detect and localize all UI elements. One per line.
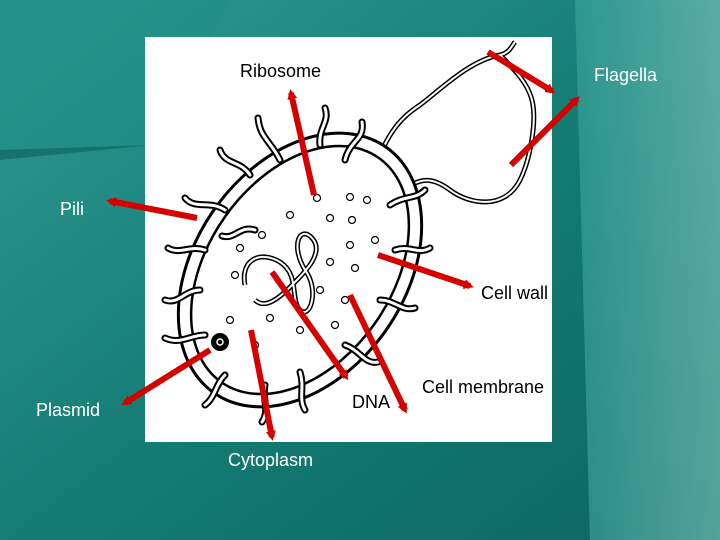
arrow-plasmid bbox=[121, 347, 212, 406]
arrow-ribosome bbox=[287, 89, 317, 196]
plasmid-ring bbox=[211, 333, 229, 351]
arrow-cytoplasm bbox=[248, 329, 276, 441]
label-ribosome: Ribosome bbox=[240, 61, 322, 81]
ribosome-dots bbox=[225, 192, 380, 350]
arrow-pili bbox=[106, 197, 198, 221]
arrow-flagella-top bbox=[486, 49, 556, 94]
label-plasmid: Plasmid bbox=[36, 400, 101, 420]
arrow-cell-membrane bbox=[347, 293, 408, 414]
arrow-flagella-bottom bbox=[508, 96, 580, 168]
label-cytoplasm: Cytoplasm bbox=[228, 450, 314, 470]
arrow-cell-wall bbox=[377, 252, 474, 289]
label-dna: DNA bbox=[352, 392, 391, 412]
arrow-dna bbox=[269, 270, 349, 381]
cell-drawing bbox=[161, 40, 537, 426]
label-cell-wall: Cell wall bbox=[481, 283, 549, 303]
label-cell-membrane: Cell membrane bbox=[422, 377, 545, 397]
label-pili: Pili bbox=[60, 199, 85, 219]
label-flagella: Flagella bbox=[594, 65, 658, 85]
